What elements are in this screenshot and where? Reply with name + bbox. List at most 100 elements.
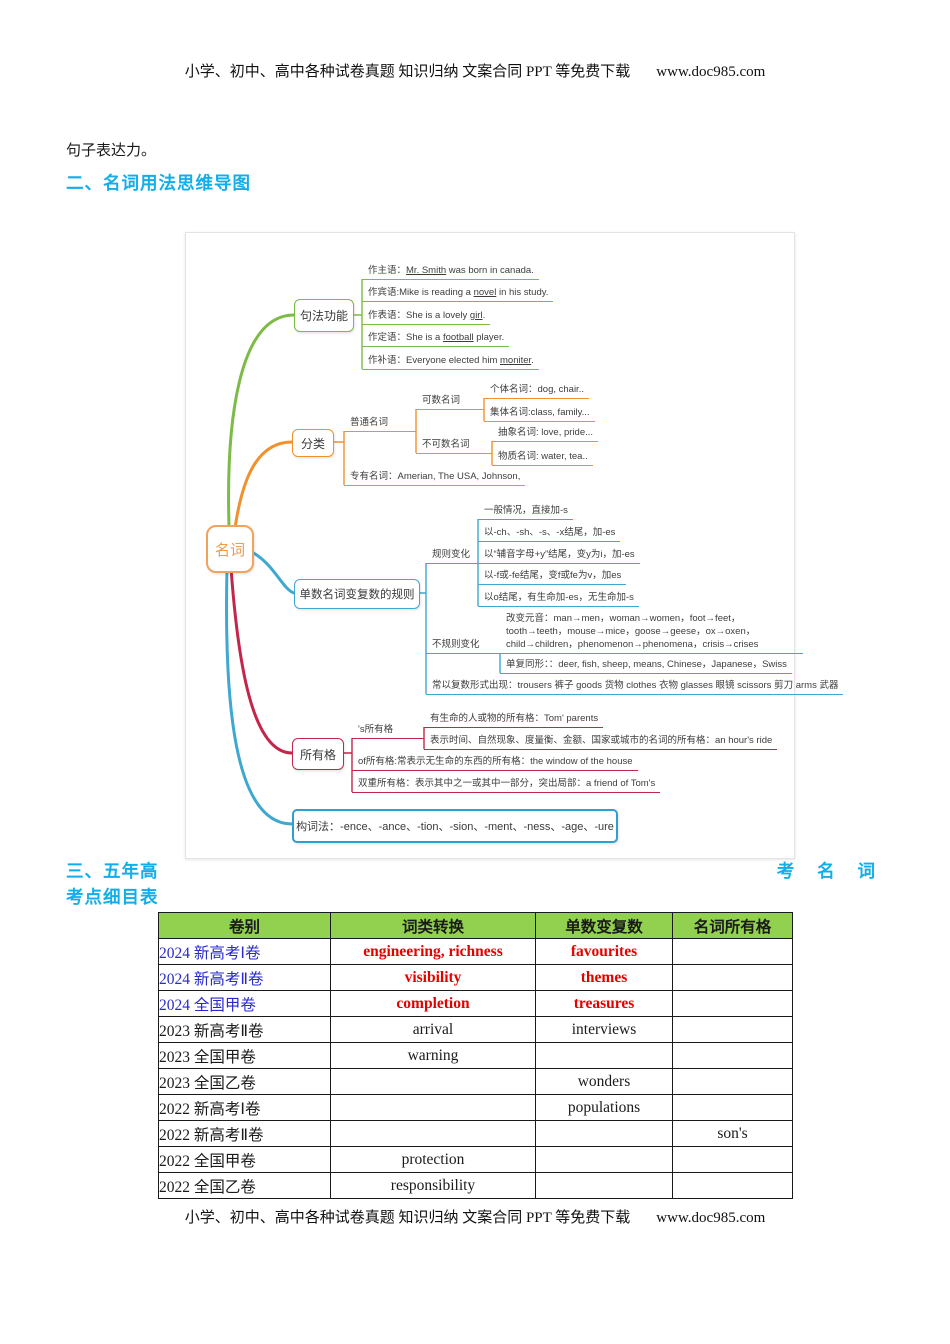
cell-paper: 2022 新高考Ⅰ卷	[158, 1094, 331, 1121]
section3-right: 考 名 词	[776, 861, 884, 881]
cell-possessive	[672, 964, 793, 991]
leaf-object: 作宾语:Mike is reading a novel in his study…	[362, 286, 554, 302]
leaf-double-possessive: 双重所有格：表示其中之一或其中一部分，突出局部：a friend of Tom'…	[352, 777, 661, 793]
leaf-rule-es: 以-ch、-sh、-s、-x结尾，加-es	[478, 526, 621, 542]
curve-formation	[225, 567, 294, 826]
leaf-common-noun: 普通名词	[344, 416, 416, 432]
node-formation: 构词法：-ence、-ance、-tion、-sion、-ment、-ness、…	[292, 809, 618, 843]
cell-plural	[535, 1042, 673, 1069]
cell-possessive	[672, 1016, 793, 1043]
leaf-attributive: 作定语：She is a football player.	[362, 331, 510, 347]
table-row: 2022 新高考Ⅰ卷 populations	[158, 1094, 793, 1121]
section3-left: 三、五年高	[66, 861, 159, 881]
table-header-row: 卷别 词类转换 单数变复数 名词所有格	[158, 912, 793, 939]
leaf-regular-change: 规则变化	[426, 548, 478, 564]
leaf-predicative-word: girl	[469, 310, 483, 321]
leaf-subject-post: was born in canada.	[446, 265, 534, 276]
section3-heading-line1: 三、五年高 考 名 词	[66, 858, 884, 883]
cell-plural	[535, 1172, 673, 1199]
leaf-vowel-change: 改变元音：man→men，woman→women，foot→feet，tooth…	[500, 612, 803, 654]
header-text: 小学、初中、高中各种试卷真题 知识归纳 文案合同 PPT 等免费下载	[184, 64, 631, 80]
leaf-time-measure-possessive: 表示时间、自然现象、度量衡、金额、国家或城市的名词的所有格：an hour's …	[424, 734, 778, 750]
cell-plural: favourites	[535, 938, 673, 965]
leaf-predicative-post: .	[482, 310, 486, 321]
cell-possessive	[672, 1146, 793, 1173]
leaf-predicative: 作表语：She is a lovely girl.	[362, 309, 491, 325]
leaf-abstract-noun: 抽象名词: love, pride...	[492, 426, 599, 442]
cell-plural	[535, 1146, 673, 1173]
page-footer: 小学、初中、高中各种试卷真题 知识归纳 文案合同 PPT 等免费下载 www.do…	[0, 1206, 950, 1227]
leaf-predicative-pre: 作表语：She is a lovely	[368, 310, 470, 321]
cell-possessive	[672, 1042, 793, 1069]
cell-paper: 2024 新高考Ⅰ卷	[158, 938, 331, 965]
leaf-complement: 作补语：Everyone elected him moniter.	[362, 354, 539, 370]
mindmap-root-node: 名词	[206, 525, 254, 573]
leaf-s-possessive: 's所有格	[352, 723, 424, 739]
col-header-conversion: 词类转换	[330, 912, 536, 939]
col-header-paper: 卷别	[158, 912, 331, 939]
leaf-subject-word: Mr. Smith	[406, 265, 447, 276]
cell-conversion: warning	[330, 1042, 536, 1069]
section3-heading-line2: 考点细目表	[66, 887, 159, 907]
curve-classify	[233, 440, 294, 530]
leaf-subject: 作主语：Mr. Smith was born in canada.	[362, 264, 539, 280]
cell-paper: 2023 全国乙卷	[158, 1068, 331, 1095]
bracket-classify	[332, 398, 493, 485]
header-url-link[interactable]: www.doc985.com	[656, 64, 766, 80]
node-plural: 单数名词变复数的规则	[294, 579, 420, 609]
col-header-possessive: 名词所有格	[672, 912, 793, 939]
page-header: 小学、初中、高中各种试卷真题 知识归纳 文案合同 PPT 等免费下载 www.do…	[0, 60, 950, 81]
table-row: 2023 全国乙卷 wonders	[158, 1068, 793, 1095]
leaf-subject-pre: 作主语：	[368, 265, 407, 276]
cell-paper: 2022 全国甲卷	[158, 1146, 331, 1173]
leaf-countable: 可数名词	[416, 394, 484, 410]
cell-conversion: visibility	[330, 964, 536, 991]
col-header-plural: 单数变复数	[535, 912, 673, 939]
cell-paper: 2024 新高考Ⅱ卷	[158, 964, 331, 991]
leaf-attributive-pre: 作定语：She is a	[368, 332, 443, 343]
leaf-same-singular-plural: 单复同形：：deer, fish, sheep, means, Chinese，…	[500, 658, 792, 674]
intro-text: 句子表达力。	[66, 143, 157, 159]
leaf-collective-noun: 集体名词:class, family...	[484, 406, 595, 422]
leaf-of-possessive: of所有格:常表示无生命的东西的所有格：the window of the ho…	[352, 755, 638, 771]
leaf-attributive-word: football	[442, 332, 474, 343]
cell-possessive	[672, 1172, 793, 1199]
section2-heading: 二、名词用法思维导图	[66, 173, 251, 193]
leaf-complement-pre: 作补语：Everyone elected him	[368, 355, 500, 366]
leaf-attributive-post: player.	[473, 332, 505, 343]
node-possessive: 所有格	[292, 738, 344, 770]
mindmap-card: 名词 句法功能 分类 单数名词变复数的规则 所有格 构词法：-ence、-anc…	[185, 232, 844, 859]
cell-plural: interviews	[535, 1016, 673, 1043]
cell-possessive	[672, 1068, 793, 1095]
cell-paper: 2022 新高考Ⅱ卷	[158, 1120, 331, 1147]
cell-possessive	[672, 1094, 793, 1121]
bracket-plural	[414, 519, 501, 694]
leaf-object-pre: 作宾语:Mike is reading a	[368, 287, 474, 298]
cell-paper: 2024 全国甲卷	[158, 990, 331, 1017]
cell-plural: populations	[535, 1094, 673, 1121]
footer-text: 小学、初中、高中各种试卷真题 知识归纳 文案合同 PPT 等免费下载	[184, 1210, 631, 1226]
cell-conversion: completion	[330, 990, 536, 1017]
cell-plural	[535, 1120, 673, 1147]
cell-possessive	[672, 938, 793, 965]
leaf-proper-noun: 专有名词：Amerian, The USA, Johnson,	[344, 470, 526, 486]
leaf-rule-f-to-v: 以-f或-fe结尾，变f或fe为v，加es	[478, 569, 627, 585]
cell-plural: wonders	[535, 1068, 673, 1095]
footer-url-link[interactable]: www.doc985.com	[656, 1210, 766, 1226]
leaf-object-post: in his study.	[496, 287, 549, 298]
leaf-material-noun: 物质名词: water, tea..	[492, 450, 593, 466]
leaf-rule-o-ending: 以o结尾，有生命加-es，无生命加-s	[478, 591, 639, 607]
cell-plural: themes	[535, 964, 673, 991]
curve-plural	[248, 549, 296, 595]
leaf-individual-noun: 个体名词：dog, chair..	[484, 383, 589, 399]
cell-paper: 2022 全国乙卷	[158, 1172, 331, 1199]
cell-conversion: arrival	[330, 1016, 536, 1043]
